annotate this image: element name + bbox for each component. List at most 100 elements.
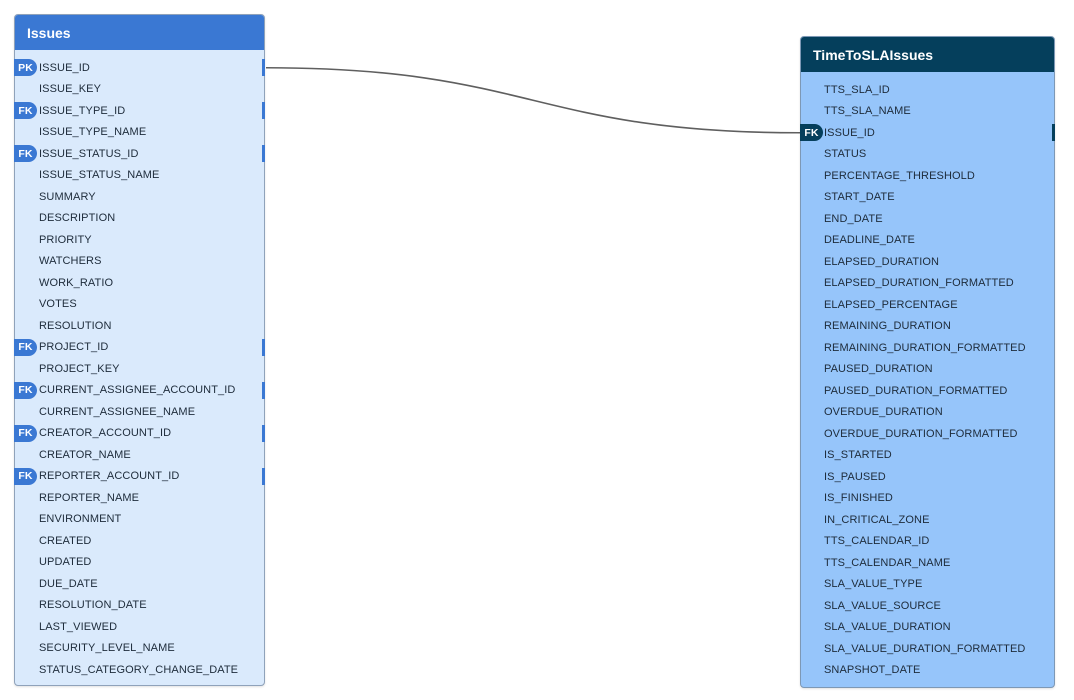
column-row[interactable]: ISSUE_STATUS_NAME — [15, 165, 264, 187]
column-row[interactable]: TTS_SLA_ID — [801, 79, 1054, 101]
column-name: SNAPSHOT_DATE — [824, 664, 921, 677]
column-name: PROJECT_ID — [39, 341, 109, 354]
connection-handle[interactable] — [262, 59, 265, 76]
column-row[interactable]: SLA_VALUE_TYPE — [801, 574, 1054, 596]
column-row[interactable]: ELAPSED_DURATION — [801, 251, 1054, 273]
column-row[interactable]: IS_FINISHED — [801, 488, 1054, 510]
foreign-key-badge: FK — [14, 338, 37, 356]
column-row[interactable]: PERCENTAGE_THRESHOLD — [801, 165, 1054, 187]
column-name: WORK_RATIO — [39, 276, 114, 289]
column-row[interactable]: CURRENT_ASSIGNEE_NAME — [15, 401, 264, 423]
column-name: PROJECT_KEY — [39, 362, 120, 375]
column-row[interactable]: PRIORITY — [15, 229, 264, 251]
table-timetoslaissues[interactable]: TimeToSLAIssues TTS_SLA_ID TTS_SLA_NAME FK… — [800, 36, 1055, 688]
column-name: IS_FINISHED — [824, 492, 893, 505]
column-row[interactable]: IS_PAUSED — [801, 466, 1054, 488]
table-header-timetoslaissues[interactable]: TimeToSLAIssues — [801, 37, 1054, 72]
column-name: CURRENT_ASSIGNEE_NAME — [39, 405, 196, 418]
column-row[interactable]: SUMMARY — [15, 186, 264, 208]
column-row[interactable]: ISSUE_KEY — [15, 79, 264, 101]
column-name: UPDATED — [39, 556, 92, 569]
column-name: TTS_CALENDAR_ID — [824, 535, 930, 548]
column-name: TTS_CALENDAR_NAME — [824, 556, 951, 569]
column-name: SUMMARY — [39, 190, 96, 203]
column-name: ISSUE_STATUS_ID — [39, 147, 139, 160]
column-row[interactable]: DEADLINE_DATE — [801, 230, 1054, 252]
column-name: LAST_VIEWED — [39, 620, 118, 633]
column-row[interactable]: CREATED — [15, 530, 264, 552]
column-row[interactable]: IN_CRITICAL_ZONE — [801, 509, 1054, 531]
column-row[interactable]: SECURITY_LEVEL_NAME — [15, 638, 264, 660]
column-row[interactable]: TTS_CALENDAR_ID — [801, 531, 1054, 553]
column-name: DESCRIPTION — [39, 212, 116, 225]
column-row[interactable]: SLA_VALUE_DURATION_FORMATTED — [801, 638, 1054, 660]
connection-handle[interactable] — [262, 338, 265, 356]
column-name: IS_STARTED — [824, 449, 892, 462]
column-row[interactable]: PAUSED_DURATION — [801, 359, 1054, 381]
column-name: ISSUE_ID — [824, 126, 875, 139]
column-name: CREATED — [39, 534, 92, 547]
column-row[interactable]: END_DATE — [801, 208, 1054, 230]
foreign-key-badge: FK — [14, 424, 37, 442]
foreign-key-badge: FK — [14, 102, 37, 119]
primary-key-badge: PK — [14, 59, 37, 76]
connection-handle[interactable] — [1052, 124, 1055, 141]
column-row[interactable]: STATUS — [801, 144, 1054, 166]
column-name: RESOLUTION_DATE — [39, 599, 147, 612]
foreign-key-badge: FK — [14, 145, 37, 162]
column-row[interactable]: PAUSED_DURATION_FORMATTED — [801, 380, 1054, 402]
column-row[interactable]: RESOLUTION_DATE — [15, 595, 264, 617]
column-name: PAUSED_DURATION — [824, 363, 933, 376]
column-row[interactable]: UPDATED — [15, 552, 264, 574]
connection-handle[interactable] — [262, 102, 265, 119]
connection-handle[interactable] — [262, 467, 265, 485]
column-name: ISSUE_TYPE_NAME — [39, 126, 147, 139]
column-row[interactable]: IS_STARTED — [801, 445, 1054, 467]
column-row[interactable]: CREATOR_NAME — [15, 444, 264, 466]
connection-handle[interactable] — [262, 145, 265, 162]
table-header-issues[interactable]: Issues — [15, 15, 264, 50]
column-row[interactable]: PROJECT_KEY — [15, 358, 264, 380]
relationship-line[interactable] — [265, 66, 801, 134]
column-row[interactable]: SNAPSHOT_DATE — [801, 660, 1054, 682]
column-row[interactable]: RESOLUTION — [15, 315, 264, 337]
column-row[interactable]: OVERDUE_DURATION — [801, 402, 1054, 424]
column-name: ISSUE_STATUS_NAME — [39, 169, 160, 182]
column-row[interactable]: SLA_VALUE_SOURCE — [801, 595, 1054, 617]
column-name: ENVIRONMENT — [39, 513, 122, 526]
connection-handle[interactable] — [262, 424, 265, 442]
column-row[interactable]: TTS_CALENDAR_NAME — [801, 552, 1054, 574]
column-row[interactable]: WATCHERS — [15, 251, 264, 273]
column-row[interactable]: STATUS_CATEGORY_CHANGE_DATE — [15, 659, 264, 681]
column-row[interactable]: DESCRIPTION — [15, 208, 264, 230]
column-row[interactable]: ENVIRONMENT — [15, 509, 264, 531]
column-row[interactable]: SLA_VALUE_DURATION — [801, 617, 1054, 639]
column-name: TTS_SLA_NAME — [824, 105, 911, 118]
column-row[interactable]: DUE_DATE — [15, 573, 264, 595]
column-row[interactable]: REMAINING_DURATION_FORMATTED — [801, 337, 1054, 359]
column-row[interactable]: ISSUE_TYPE_NAME — [15, 122, 264, 144]
column-row[interactable]: START_DATE — [801, 187, 1054, 209]
connection-handle[interactable] — [262, 381, 265, 399]
column-row[interactable]: WORK_RATIO — [15, 272, 264, 294]
column-name: ELAPSED_DURATION — [824, 255, 940, 268]
column-row[interactable]: ELAPSED_PERCENTAGE — [801, 294, 1054, 316]
column-row[interactable]: ELAPSED_DURATION_FORMATTED — [801, 273, 1054, 295]
column-name: WATCHERS — [39, 255, 102, 268]
column-row[interactable]: REPORTER_NAME — [15, 487, 264, 509]
column-name: TTS_SLA_ID — [824, 83, 890, 96]
column-row[interactable]: REMAINING_DURATION — [801, 316, 1054, 338]
column-row[interactable]: TTS_SLA_NAME — [801, 101, 1054, 123]
column-row[interactable]: LAST_VIEWED — [15, 616, 264, 638]
column-row[interactable]: VOTES — [15, 294, 264, 316]
column-row[interactable]: OVERDUE_DURATION_FORMATTED — [801, 423, 1054, 445]
